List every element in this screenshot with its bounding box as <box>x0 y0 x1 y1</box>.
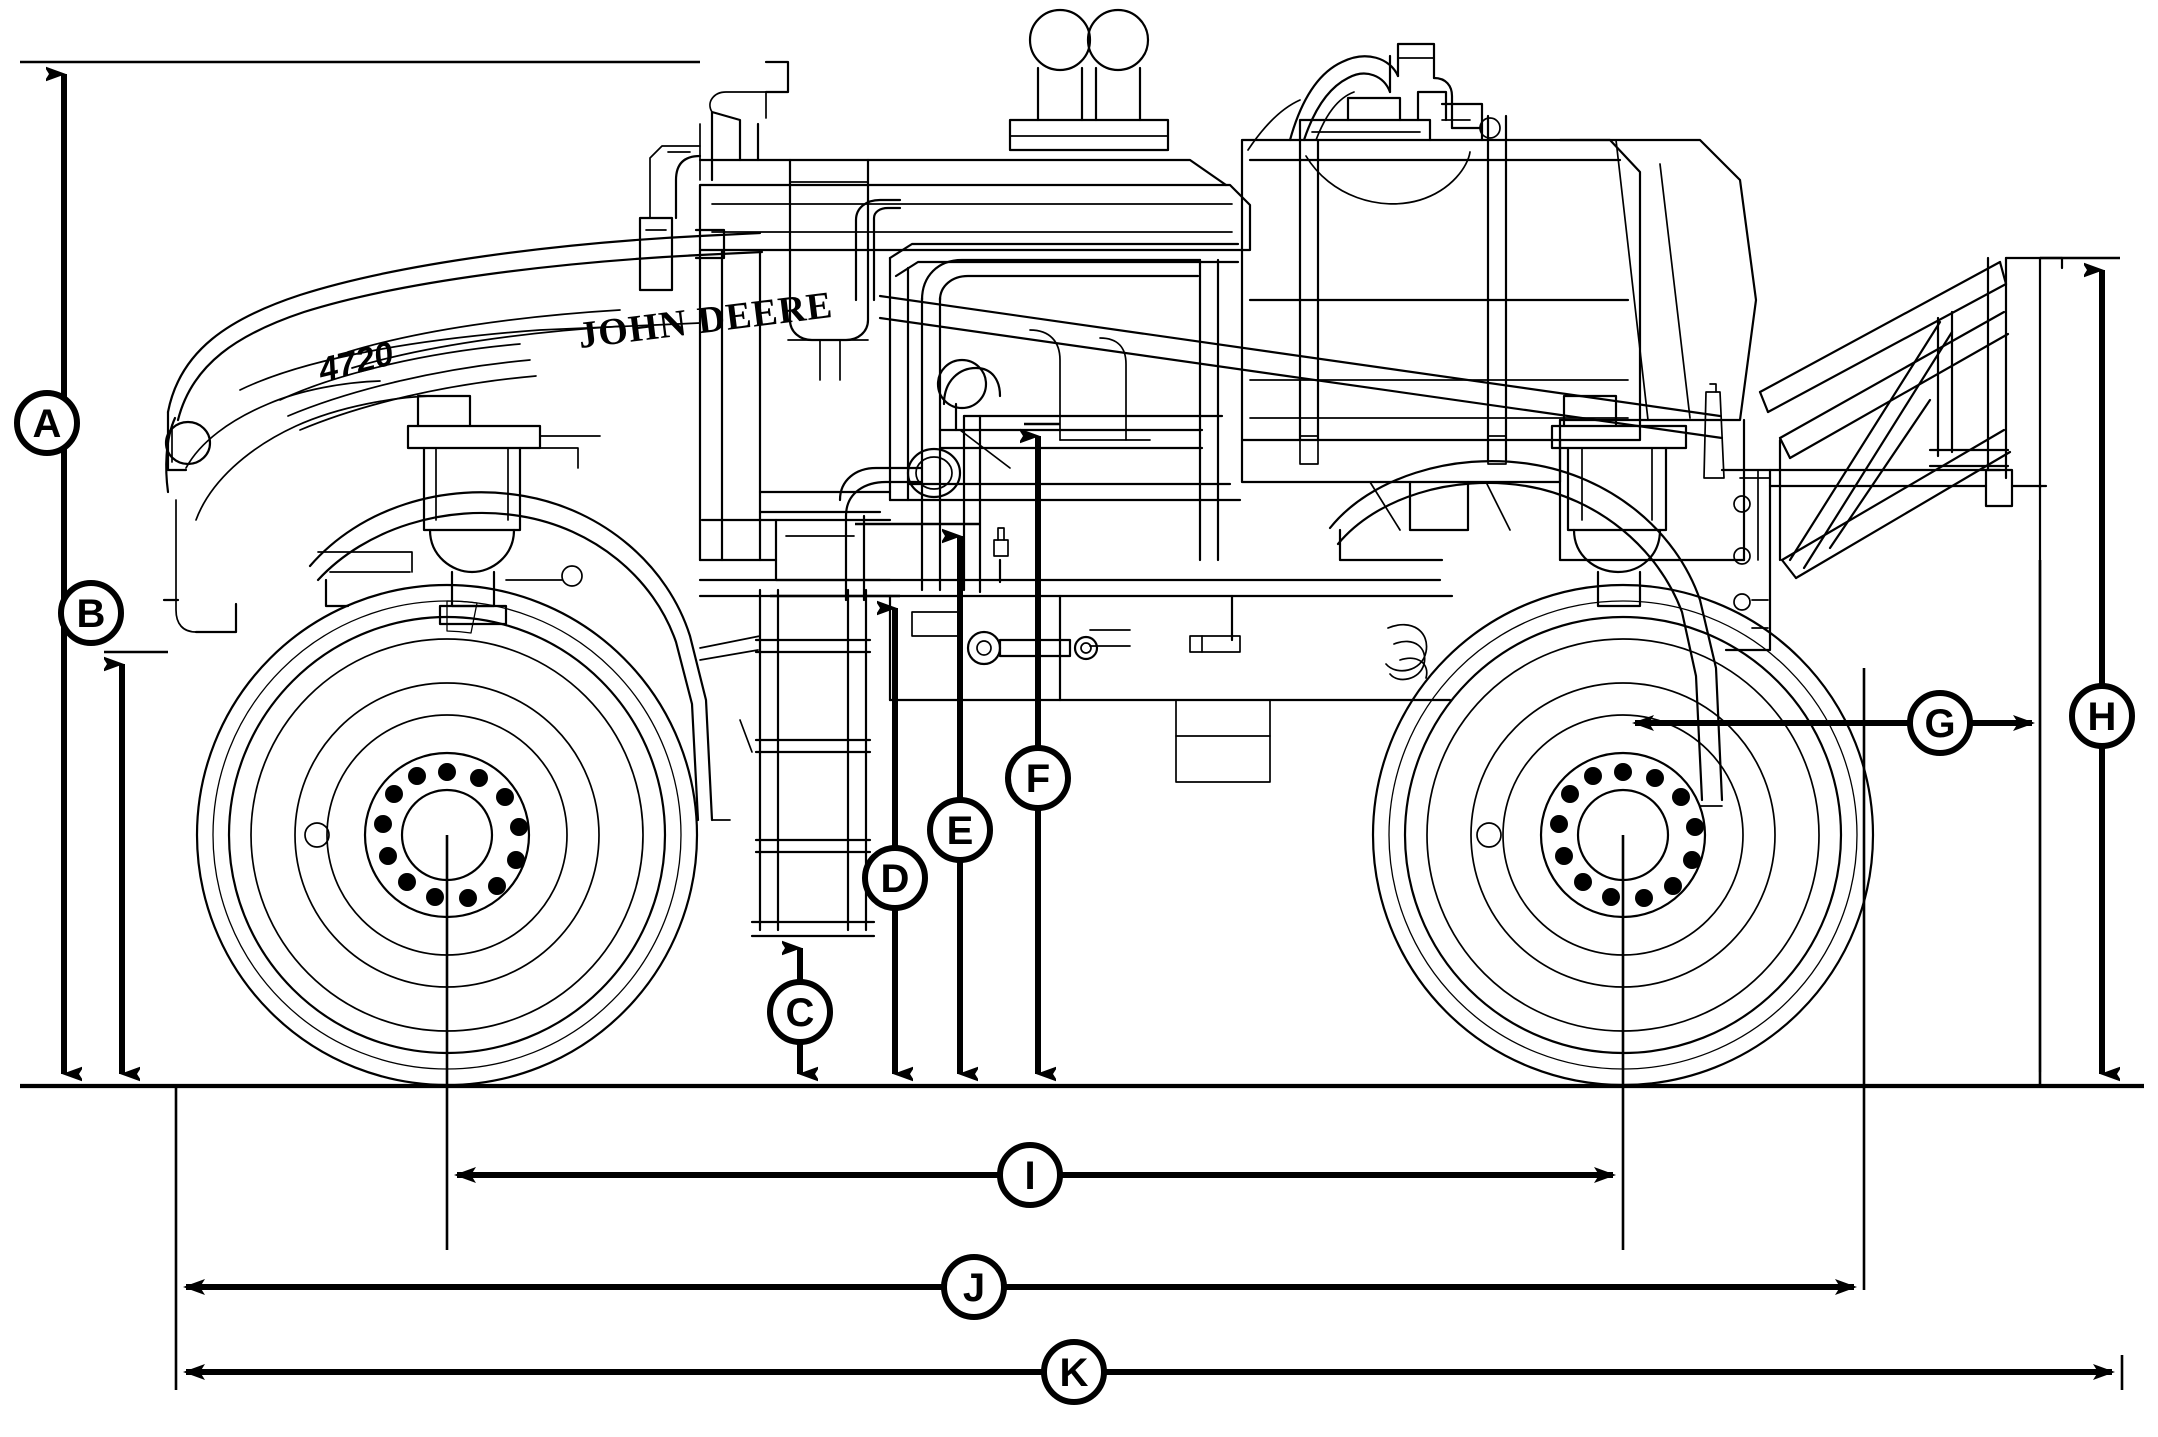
platform-railings <box>838 198 1724 602</box>
dimension-F: F <box>1005 436 1071 1074</box>
callout-bubble-B <box>58 580 124 646</box>
hood-assembly <box>162 231 764 634</box>
callout-bubble-F <box>1005 745 1071 811</box>
model-decal: 4720 <box>314 335 398 390</box>
callout-label-J: J <box>963 1266 985 1310</box>
machine-outline: JOHN DEERE 4720 <box>162 8 2064 1087</box>
callout-bubble-I <box>997 1142 1063 1208</box>
callout-bubble-G <box>1907 690 1973 756</box>
callout-label-A: A <box>33 402 62 446</box>
callout-label-H: H <box>2088 695 2117 739</box>
front-wheel-lugs <box>374 763 528 907</box>
callout-bubble-H <box>2069 683 2135 749</box>
callout-bubble-D <box>862 845 928 911</box>
callout-label-B: B <box>77 592 106 636</box>
callout-label-G: G <box>1924 702 1955 746</box>
callout-label-D: D <box>881 857 910 901</box>
operator-cab <box>638 8 1252 582</box>
brand-text: JOHN DEERE <box>576 284 835 357</box>
rear-axle-assembly <box>1550 394 1688 608</box>
callout-bubble-J <box>941 1254 1007 1320</box>
brand-decal: JOHN DEERE <box>576 284 835 357</box>
model-text: 4720 <box>314 335 398 390</box>
folded-boom-assembly <box>1757 256 2064 1074</box>
callout-label-K: K <box>1060 1351 1089 1395</box>
front-tire-wheel <box>195 583 699 1087</box>
rear-fender <box>1328 460 1724 807</box>
dimension-G: G <box>1632 690 2035 756</box>
callout-label-F: F <box>1026 757 1050 801</box>
hydraulic-plumbing <box>1247 42 1501 151</box>
callout-bubble-A <box>14 390 80 456</box>
callout-label-C: C <box>786 991 815 1035</box>
dimension-B: B <box>58 580 124 1074</box>
dimension-I: I <box>454 1142 1616 1208</box>
dimension-K: K <box>183 1339 2115 1405</box>
extension-lines <box>20 60 2124 1390</box>
chassis-frame <box>698 527 1454 783</box>
access-ladder <box>699 588 876 938</box>
rear-wheel-lugs <box>1550 763 1704 907</box>
dimension-H: H <box>2069 270 2135 1074</box>
callout-bubble-C <box>767 979 833 1045</box>
dimension-J: J <box>183 1254 1857 1320</box>
dimension-C: C <box>767 948 833 1074</box>
dimension-E: E <box>927 536 993 1074</box>
rear-body-cowl <box>1558 138 1772 652</box>
callout-label-I: I <box>1024 1154 1035 1198</box>
callout-bubble-K <box>1041 1339 1107 1405</box>
dimension-D: D <box>862 608 928 1074</box>
front-axle-assembly <box>317 394 601 626</box>
front-fender <box>308 491 731 822</box>
callout-bubble-E <box>927 797 993 863</box>
solution-tank <box>1240 90 1642 562</box>
callout-label-E: E <box>947 809 974 853</box>
dimension-A: A <box>14 74 80 1074</box>
